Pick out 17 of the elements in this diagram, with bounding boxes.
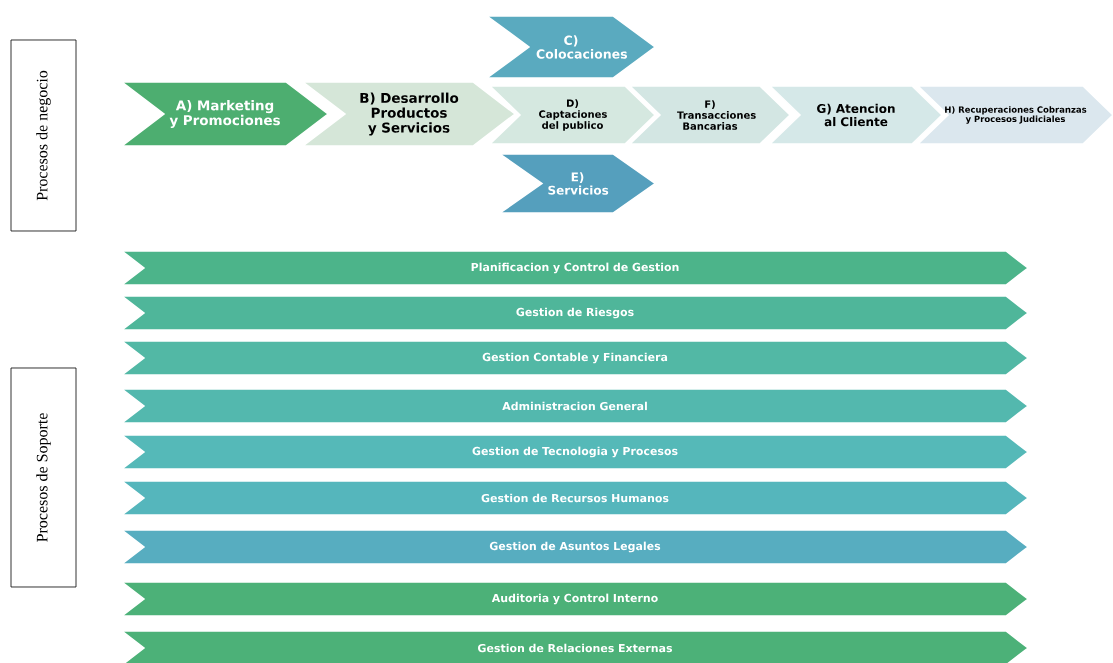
process-band: Gestion de Tecnologia y Procesos — [119, 434, 1030, 470]
process-band: Gestion Contable y Financiera — [119, 340, 1030, 376]
process-step: H) Recuperaciones Cobranzas y Procesos Judiciales — [916, 85, 1113, 145]
process-band: Gestion de Recursos Humanos — [119, 480, 1030, 516]
process-step: C) Colocaciones — [484, 15, 657, 79]
process-band: Gestion de Riesgos — [119, 295, 1030, 331]
process-step: D) Captaciones del publico — [488, 85, 657, 145]
process-step: E) Servicios — [497, 153, 657, 214]
process-step: F) Transacciones Bancarias — [628, 85, 792, 145]
label-box: Procesos de negocio — [10, 39, 77, 232]
process-band: Gestion de Asuntos Legales — [119, 529, 1030, 565]
process-band: Auditoria y Control Interno — [119, 581, 1030, 617]
process-band: Gestion de Relaciones Externas — [119, 630, 1030, 663]
process-band: Administracion General — [119, 388, 1030, 424]
process-step: G) Atencion al Cliente — [768, 85, 944, 145]
process-band: Planificacion y Control de Gestion — [119, 250, 1030, 286]
label-box: Procesos de Soporte — [10, 367, 77, 588]
